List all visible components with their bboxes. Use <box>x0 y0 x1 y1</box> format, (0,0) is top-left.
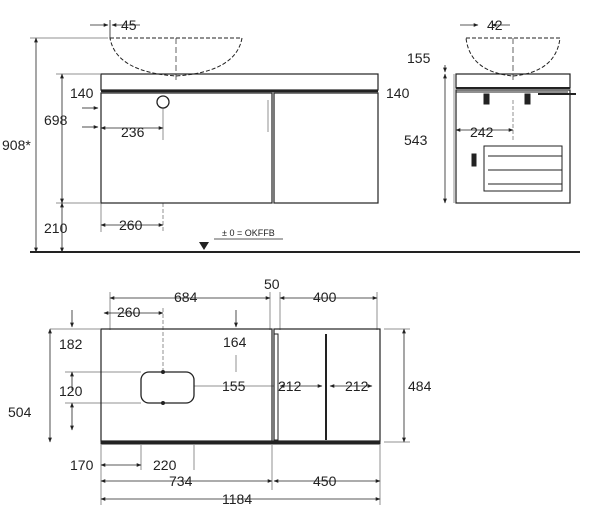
dim-212-right: 212 <box>345 378 369 394</box>
dim-42: 42 <box>487 17 503 33</box>
dim-50: 50 <box>264 276 280 292</box>
okffb-label: ± 0 = OKFFB <box>222 228 275 238</box>
front-dimensions <box>30 23 379 253</box>
dim-155-top: 155 <box>407 50 431 66</box>
dim-182: 182 <box>59 336 83 352</box>
floor-line <box>30 238 580 253</box>
dim-164: 164 <box>223 334 247 350</box>
front-cabinet-left <box>100 92 273 204</box>
dim-450: 450 <box>313 473 337 489</box>
side-dimensions <box>443 23 514 204</box>
dim-236: 236 <box>121 124 145 140</box>
plan-view <box>100 328 381 445</box>
dim-220: 220 <box>153 457 177 473</box>
level-marker-icon <box>199 242 209 250</box>
plan-basin <box>140 371 195 404</box>
dim-484: 484 <box>408 378 432 394</box>
dim-543: 543 <box>404 132 428 148</box>
basin-bowl-outline <box>109 37 243 77</box>
dim-140-right: 140 <box>386 85 410 101</box>
dim-260-plan: 260 <box>117 304 141 320</box>
dim-504: 504 <box>8 404 32 420</box>
dim-260-front: 260 <box>119 217 143 233</box>
dim-242: 242 <box>470 124 494 140</box>
dim-210: 210 <box>44 220 68 236</box>
dim-212-left: 212 <box>278 378 302 394</box>
dimension-labels: 45 140 698 908* 236 210 260 ± 0 = OKFFB … <box>2 17 503 507</box>
dim-400: 400 <box>313 289 337 305</box>
dim-908: 908* <box>2 137 31 153</box>
front-cabinet-right <box>273 92 379 204</box>
dim-1184: 1184 <box>222 491 252 507</box>
side-cabinet <box>455 89 571 204</box>
side-view <box>455 37 576 204</box>
dim-140-left: 140 <box>70 85 94 101</box>
dim-684: 684 <box>174 289 198 305</box>
dim-45: 45 <box>121 17 137 33</box>
dim-120: 120 <box>59 383 83 399</box>
side-basin-bowl <box>465 37 561 77</box>
front-view <box>100 20 379 204</box>
front-worktop <box>100 73 379 91</box>
dim-698: 698 <box>44 112 68 128</box>
dim-170: 170 <box>70 457 94 473</box>
dim-734: 734 <box>169 473 193 489</box>
drain-icon <box>156 95 170 109</box>
dim-155-plan: 155 <box>222 378 246 394</box>
plan-dimensions <box>48 292 410 505</box>
